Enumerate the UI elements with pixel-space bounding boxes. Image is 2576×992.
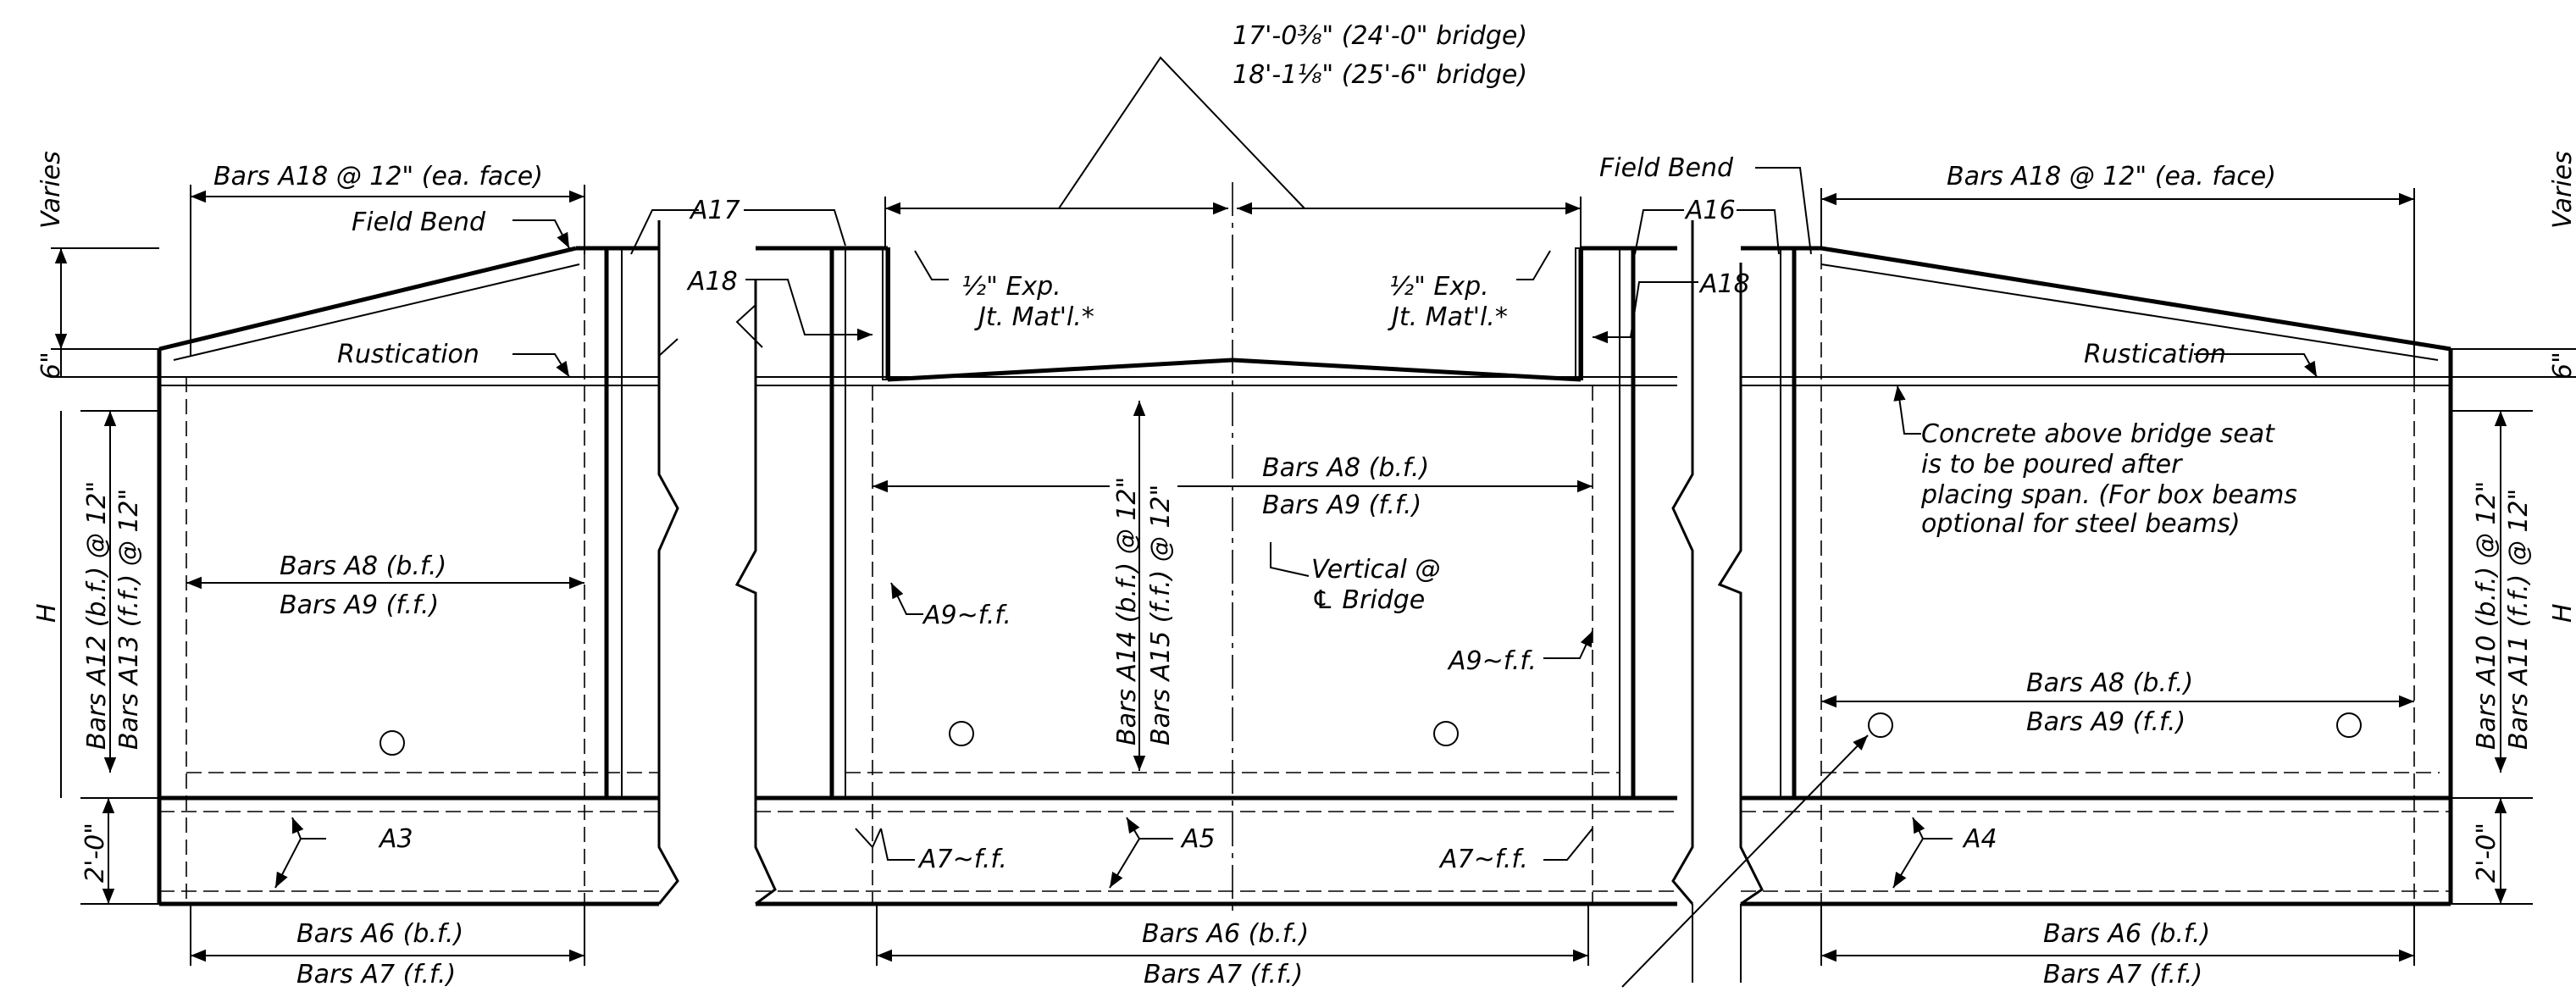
bars-a6-bf-right-label: Bars A6 (b.f.) xyxy=(2043,919,2210,949)
right-break-lines xyxy=(1671,220,1764,983)
dim-top-line2: 18'-1⅛" (25'-6" bridge) xyxy=(1233,60,1527,90)
two-ft-left-label: 2'-0" xyxy=(80,823,110,883)
exp-jt-left-line2: Jt. Mat'l.* xyxy=(974,302,1094,332)
leader-lines xyxy=(274,167,2318,988)
bars-a15-label: Bars A15 (f.f.) @ 12" xyxy=(1146,485,1176,745)
bars-a8-bf-left-label: Bars A8 (b.f.) xyxy=(280,551,446,581)
bars-a8-bf-right-label: Bars A8 (b.f.) xyxy=(2026,668,2193,698)
a18-left-label: A18 xyxy=(686,267,738,296)
bars-a14-label: Bars A14 (b.f.) @ 12" xyxy=(1112,477,1142,745)
vertical-cl-line1: Vertical @ xyxy=(1311,555,1440,585)
a5-label: A5 xyxy=(1180,824,1216,854)
exp-jt-right-line1: ½" Exp. xyxy=(1389,272,1489,302)
h-left-label: H xyxy=(32,603,62,623)
exp-jt-right-line2: Jt. Mat'l.* xyxy=(1388,302,1508,332)
varies-right-label: Varies xyxy=(2548,151,2576,229)
a3-label: A3 xyxy=(378,824,413,854)
right-side-dimensions xyxy=(2451,348,2576,905)
left-side-dimensions xyxy=(51,247,159,905)
a16-label: A16 xyxy=(1684,196,1736,225)
bar-circles xyxy=(379,712,2362,756)
field-bend-left-label: Field Bend xyxy=(352,208,486,237)
exp-jt-left-line1: ½" Exp. xyxy=(961,272,1061,302)
labels: 17'-0⅜" (24'-0" bridge) 18'-1⅛" (25'-6" … xyxy=(32,21,2576,989)
vertical-cl-line2: ℄ Bridge xyxy=(1311,585,1425,615)
field-bend-right-label: Field Bend xyxy=(1599,153,1734,183)
a18-right-label: A18 xyxy=(1698,269,1750,299)
concrete-note-line4: optional for steel beams) xyxy=(1921,509,2241,539)
left-wing-outline xyxy=(157,246,659,906)
bars-a6-bf-center-label: Bars A6 (b.f.) xyxy=(1142,919,1309,949)
rustication-right-label: Rustication xyxy=(2084,340,2226,369)
right-wing-outline xyxy=(1741,246,2453,906)
a9ff-right-label: A9~f.f. xyxy=(1447,646,1537,676)
a17-label: A17 xyxy=(689,196,740,225)
bars-a18-right-label: Bars A18 @ 12" (ea. face) xyxy=(1947,162,2276,191)
bars-a7-ff-right-label: Bars A7 (f.f.) xyxy=(2043,960,2202,989)
bars-a10-label: Bars A10 (b.f.) @ 12" xyxy=(2472,481,2501,750)
bars-a9-ff-right-label: Bars A9 (f.f.) xyxy=(2026,707,2185,737)
top-dimensions xyxy=(190,56,2415,377)
bars-a7-ff-center-label: Bars A7 (f.f.) xyxy=(1144,960,1303,989)
left-break-lines xyxy=(657,220,777,906)
dim-top-line1: 17'-0⅜" (24'-0" bridge) xyxy=(1233,21,1527,51)
concrete-note-line1: Concrete above bridge seat xyxy=(1921,419,2275,449)
bars-a9-ff-center-label: Bars A9 (f.f.) xyxy=(1262,490,1421,520)
varies-left-label: Varies xyxy=(36,151,66,229)
concrete-note-line2: is to be poured after xyxy=(1921,450,2183,479)
bars-a8-bf-center-label: Bars A8 (b.f.) xyxy=(1262,453,1429,483)
bars-a13-label: Bars A13 (f.f.) @ 12" xyxy=(114,489,144,750)
h-right-label: H xyxy=(2548,603,2576,623)
a9ff-left-label: A9~f.f. xyxy=(922,601,1011,630)
bars-a12-label: Bars A12 (b.f.) @ 12" xyxy=(82,481,112,750)
bars-a6-bf-left-label: Bars A6 (b.f.) xyxy=(296,919,463,949)
center-section xyxy=(756,182,1677,915)
two-ft-right-label: 2'-0" xyxy=(2472,823,2501,883)
bars-a18-left-label: Bars A18 @ 12" (ea. face) xyxy=(213,162,543,191)
a7ff-right-label: A7~f.f. xyxy=(1438,845,1528,874)
rustication-left-label: Rustication xyxy=(337,340,479,369)
a7ff-left-label: A7~f.f. xyxy=(917,845,1007,874)
bars-a7-ff-left-label: Bars A7 (f.f.) xyxy=(296,960,456,989)
six-in-right-label: 6" xyxy=(2548,352,2576,380)
a4-label: A4 xyxy=(1962,824,1997,854)
concrete-note-line3: placing span. (For box beams xyxy=(1920,480,2297,510)
interior-dimensions xyxy=(186,401,2415,966)
bars-a9-ff-left-label: Bars A9 (f.f.) xyxy=(280,590,439,620)
six-in-left-label: 6" xyxy=(36,352,66,380)
bars-a11-label: Bars A11 (f.f.) @ 12" xyxy=(2504,489,2534,750)
